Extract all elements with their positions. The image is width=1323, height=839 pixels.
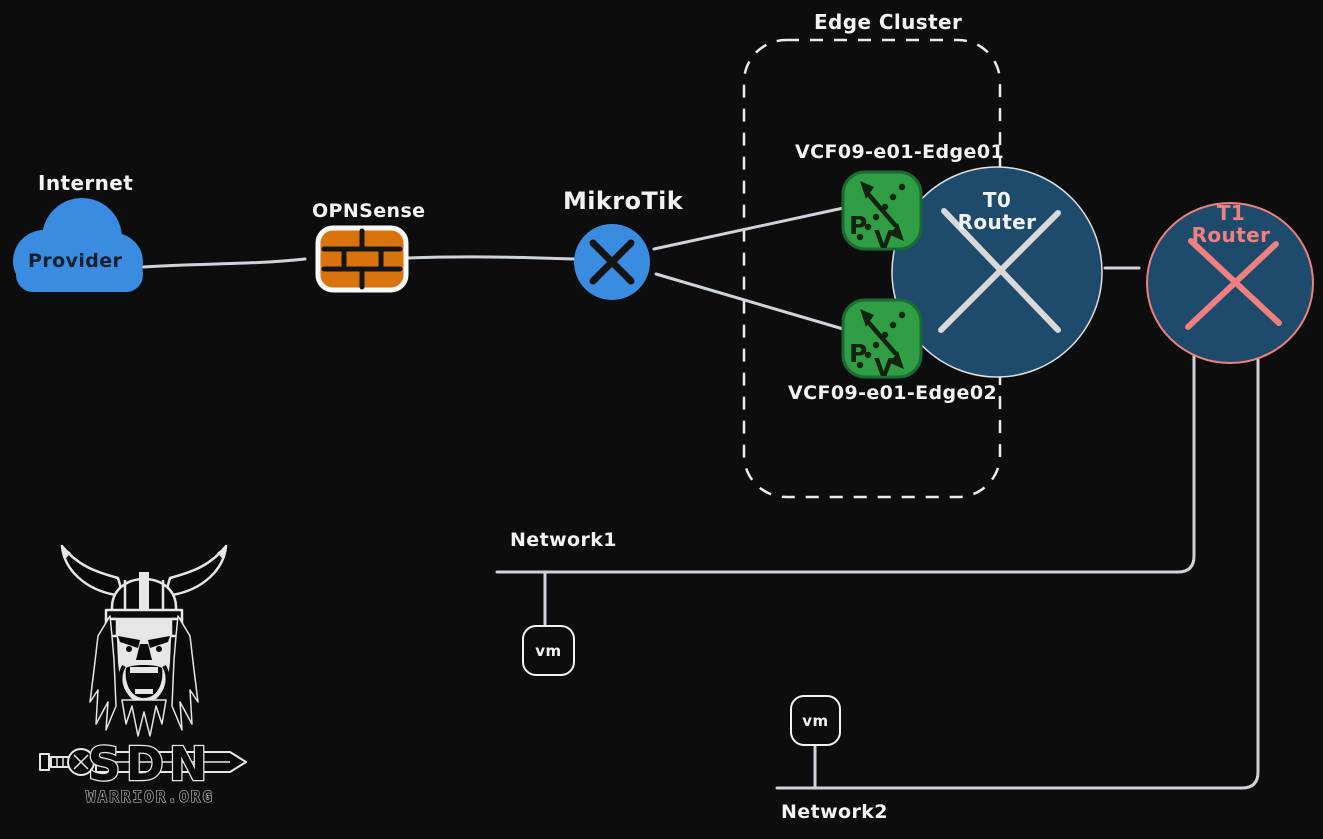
firewall-body (315, 225, 409, 293)
firewall-mortar (321, 228, 403, 290)
edge-icon-letter-p: P (849, 211, 867, 240)
edge01-icon[interactable]: P V (841, 170, 923, 254)
viking-logo-graphic: SDN WARRIOR.ORG (39, 544, 247, 807)
network1-vm-node[interactable]: vm (522, 625, 575, 676)
t0-label-line1: T0 (982, 188, 1012, 212)
provider-label[interactable]: Provider (28, 250, 123, 272)
t1-router-node[interactable] (1146, 202, 1314, 364)
firewall-icon[interactable] (315, 225, 409, 293)
t0-router-label[interactable]: T0 Router (941, 189, 1053, 233)
edge-cluster-label[interactable]: Edge Cluster (814, 10, 963, 34)
t1-label-line1: T1 (1216, 201, 1246, 225)
helmet-stripes (123, 572, 165, 610)
opnsense-label[interactable]: OPNSense (312, 200, 426, 222)
internet-cloud[interactable] (13, 198, 143, 292)
edge-icon-dots (856, 311, 906, 369)
sdn-warrior-logo: SDN WARRIOR.ORG (34, 540, 254, 818)
edge01-label[interactable]: VCF09-e01-Edge01 (795, 141, 1005, 163)
vm-label: vm (535, 641, 562, 660)
link-mikrotik-edge02[interactable] (654, 272, 852, 333)
logo-title-text: SDN (88, 737, 213, 791)
router-x-icon (589, 239, 635, 285)
internet-label[interactable]: Internet (38, 171, 134, 195)
edge02-label[interactable]: VCF09-e01-Edge02 (788, 382, 998, 404)
t1-label-line2: Router (1191, 223, 1271, 247)
link-opnsense-mikrotik[interactable] (406, 255, 576, 261)
edge-icon-letter-v: V (874, 225, 894, 254)
edge02-icon[interactable]: P V (841, 298, 923, 382)
edge-icon-arrows (860, 309, 904, 369)
edge-icon-letter-v: V (874, 353, 894, 382)
network1-label[interactable]: Network1 (510, 529, 617, 551)
viking-face (116, 619, 172, 737)
sword-graphic (39, 748, 247, 776)
router-x-icon (1185, 238, 1282, 330)
vm-label: vm (802, 711, 829, 730)
t0-router-node[interactable] (891, 166, 1103, 378)
t0-label-line2: Router (957, 210, 1037, 234)
cloud-base (16, 256, 143, 292)
link-t1-network2[interactable] (775, 358, 1260, 790)
edge-icon-letter-p: P (849, 339, 867, 368)
link-internet-opnsense[interactable] (141, 257, 307, 269)
mikrotik-label[interactable]: MikroTik (563, 187, 684, 215)
router-x-icon (938, 208, 1061, 333)
t1-router-label[interactable]: T1 Router (1183, 202, 1279, 246)
mikrotik-node[interactable] (574, 224, 650, 300)
link-t1-network1[interactable] (495, 354, 1196, 574)
network2-vm-node[interactable]: vm (790, 695, 841, 746)
network2-label[interactable]: Network2 (781, 801, 888, 823)
link-mikrotik-edge01[interactable] (652, 205, 850, 251)
logo-subtitle-text: WARRIOR.ORG (86, 787, 214, 806)
edge-icon-dots (856, 183, 906, 241)
edge-icon-arrows (860, 181, 904, 241)
viking-head (60, 544, 228, 731)
